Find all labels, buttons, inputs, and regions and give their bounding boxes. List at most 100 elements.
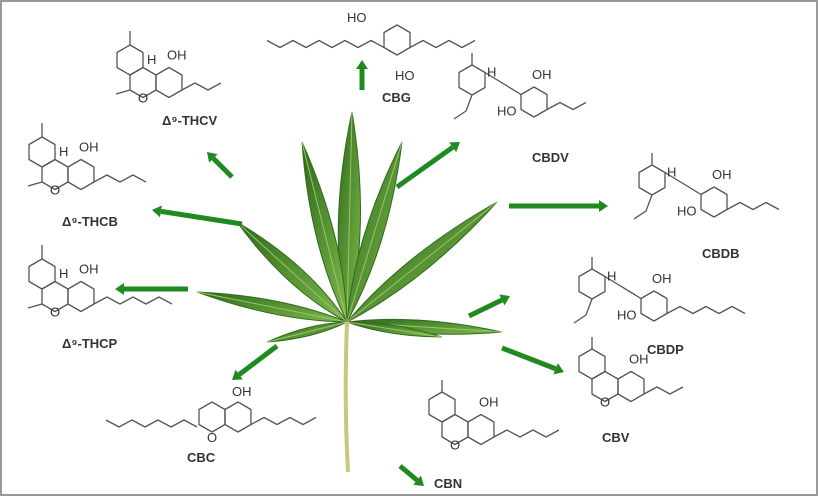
- alkyl-chain: [250, 416, 317, 426]
- compound-label: Δ⁹-THCB: [62, 214, 118, 229]
- atom-o: O: [450, 438, 460, 453]
- bond-link: [664, 171, 702, 196]
- molecule-thcb: OH H O Δ⁹-THCB: [27, 123, 147, 229]
- arrow-head: [499, 294, 510, 306]
- atom-oh: OH: [79, 262, 99, 277]
- atom-ho: HO: [347, 10, 367, 25]
- compound-label: CBG: [382, 90, 411, 105]
- atom-o: O: [600, 395, 610, 410]
- atom-h: H: [607, 269, 616, 284]
- ring: [638, 164, 666, 196]
- alkyl-chain: [181, 82, 222, 91]
- arrows: [115, 60, 608, 486]
- atom-h: H: [667, 165, 676, 180]
- leaflet-vein: [346, 201, 498, 323]
- arrow-shaft: [237, 344, 279, 377]
- atom-o: O: [50, 183, 60, 198]
- compound-label: CBDP: [647, 342, 684, 357]
- alkyl-chain: [105, 419, 198, 428]
- arrow-head: [115, 283, 124, 295]
- alkyl-chain: [493, 429, 560, 438]
- ring: [520, 86, 548, 118]
- molecules: OHHOΔ⁹-THCVOHHOΔ⁹-THCBOHHOΔ⁹-THCPOHOCBNO…: [27, 10, 780, 491]
- methyl: [27, 181, 43, 187]
- cannabis-leaf: [196, 111, 503, 473]
- atom-h: H: [487, 65, 496, 80]
- ring: [640, 290, 668, 322]
- alkyl-chain: [409, 39, 476, 49]
- alkyl-chain: [643, 386, 684, 395]
- leaflet-vein: [346, 321, 443, 338]
- atom-oh: OH: [232, 384, 252, 399]
- leaflet-vein: [196, 291, 348, 323]
- leaflet-vein: [236, 221, 348, 323]
- ring: [198, 401, 226, 433]
- atom-o: O: [207, 430, 217, 445]
- arrow-head: [449, 142, 460, 153]
- isopropenyl: [453, 94, 473, 120]
- compound-label: CBC: [187, 450, 216, 465]
- arrow-head: [599, 200, 608, 212]
- atom-ho: HO: [617, 308, 637, 323]
- leaflet-vein: [266, 321, 348, 343]
- isopropenyl: [573, 298, 593, 324]
- methyl: [27, 303, 43, 309]
- atom-o: O: [50, 305, 60, 320]
- methyl: [115, 89, 131, 95]
- arrow-head: [356, 60, 368, 69]
- ring: [383, 24, 411, 56]
- alkyl-chain: [666, 305, 746, 315]
- compound-label: CBN: [434, 476, 462, 491]
- atom-oh: OH: [652, 271, 672, 286]
- molecule-cbdp: H OH HO CBDP: [573, 257, 746, 357]
- arrow-head: [152, 205, 162, 218]
- atom-h: H: [147, 52, 156, 67]
- ring: [578, 268, 606, 300]
- leaflet-vein: [301, 141, 348, 323]
- leaflet-vein: [346, 111, 353, 323]
- ring: [155, 66, 183, 99]
- atom-oh: OH: [479, 395, 499, 410]
- atom-oh: OH: [167, 48, 187, 63]
- ring: [458, 64, 486, 96]
- ring: [224, 401, 252, 433]
- compound-label: CBDB: [702, 246, 740, 261]
- atom-h: H: [59, 266, 68, 281]
- molecule-cbv: OH O CBV: [578, 337, 684, 445]
- bond-link: [484, 71, 522, 96]
- alkyl-chain: [726, 201, 780, 211]
- ring: [67, 280, 95, 313]
- ring: [67, 158, 95, 191]
- ring: [700, 186, 728, 218]
- arrow-head: [553, 363, 564, 375]
- alkyl-chain: [546, 101, 587, 111]
- leaf-stem: [343, 321, 350, 473]
- ring: [467, 413, 495, 446]
- compound-label: CBV: [602, 430, 630, 445]
- atom-oh: OH: [712, 167, 732, 182]
- ring: [617, 370, 645, 403]
- arrow-shaft: [398, 464, 419, 483]
- atom-oh: OH: [532, 67, 552, 82]
- atom-h: H: [59, 144, 68, 159]
- molecule-cbn: OH O CBN: [428, 380, 560, 491]
- alkyl-chain: [93, 174, 147, 183]
- bond-link: [604, 275, 642, 300]
- arrow-head: [207, 152, 218, 163]
- atom-ho: HO: [497, 104, 517, 119]
- arrow-shaft: [467, 297, 504, 319]
- atom-oh: OH: [629, 352, 649, 367]
- arrow-head: [232, 369, 243, 380]
- arrow-shaft: [395, 145, 455, 190]
- arrow-shaft: [211, 156, 234, 179]
- isopropenyl: [633, 194, 653, 220]
- alkyl-chain: [266, 39, 385, 49]
- atom-oh: OH: [79, 140, 99, 155]
